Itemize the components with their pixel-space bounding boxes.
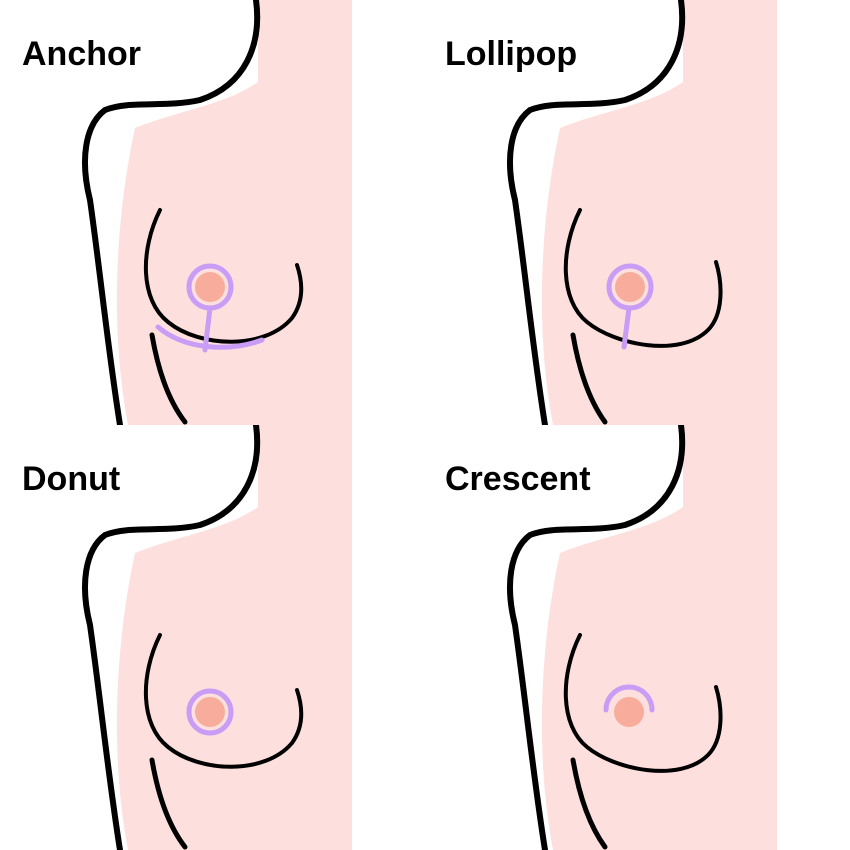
underarm-line (570, 332, 608, 425)
breast-outline (563, 633, 723, 773)
skin-area (541, 0, 777, 425)
panel-lollipop: Lollipop (425, 0, 850, 425)
torso-figure (82, 425, 352, 850)
panel-title: Donut (22, 460, 121, 498)
areola (195, 697, 225, 727)
panel-anchor: Anchor (0, 0, 425, 425)
crescent-incision (603, 684, 655, 713)
areola (615, 272, 645, 302)
panel-donut: Donut (0, 425, 425, 850)
incision-crescent (603, 684, 655, 713)
back-outline (82, 425, 261, 850)
panel-title: Lollipop (445, 35, 578, 73)
panel-title: Anchor (22, 35, 141, 73)
torso-figure (507, 425, 777, 850)
skin-area (541, 425, 777, 850)
areola-incision-ring (186, 688, 234, 736)
back-outline (82, 0, 261, 425)
underarm-line (149, 332, 188, 425)
underarm-line (149, 757, 188, 850)
underarm-line (570, 757, 608, 850)
areola (195, 272, 225, 302)
vertical-incision (621, 305, 632, 350)
incision-anchor (155, 263, 265, 353)
incision-lollipop (606, 263, 654, 350)
panel-crescent: Crescent (425, 425, 850, 850)
back-outline (507, 0, 686, 425)
breast-outline (143, 208, 304, 344)
torso-figure (82, 0, 352, 425)
breast-outline (143, 633, 304, 769)
vertical-incision (202, 305, 213, 353)
skin-area (116, 0, 352, 425)
skin-area (116, 425, 352, 850)
panel-title: Crescent (445, 460, 591, 498)
areola (614, 697, 644, 727)
torso-figure (507, 0, 777, 425)
incision-donut (186, 688, 234, 736)
inframammary-incision (155, 324, 265, 350)
breast-outline (563, 208, 723, 348)
back-outline (507, 425, 686, 850)
